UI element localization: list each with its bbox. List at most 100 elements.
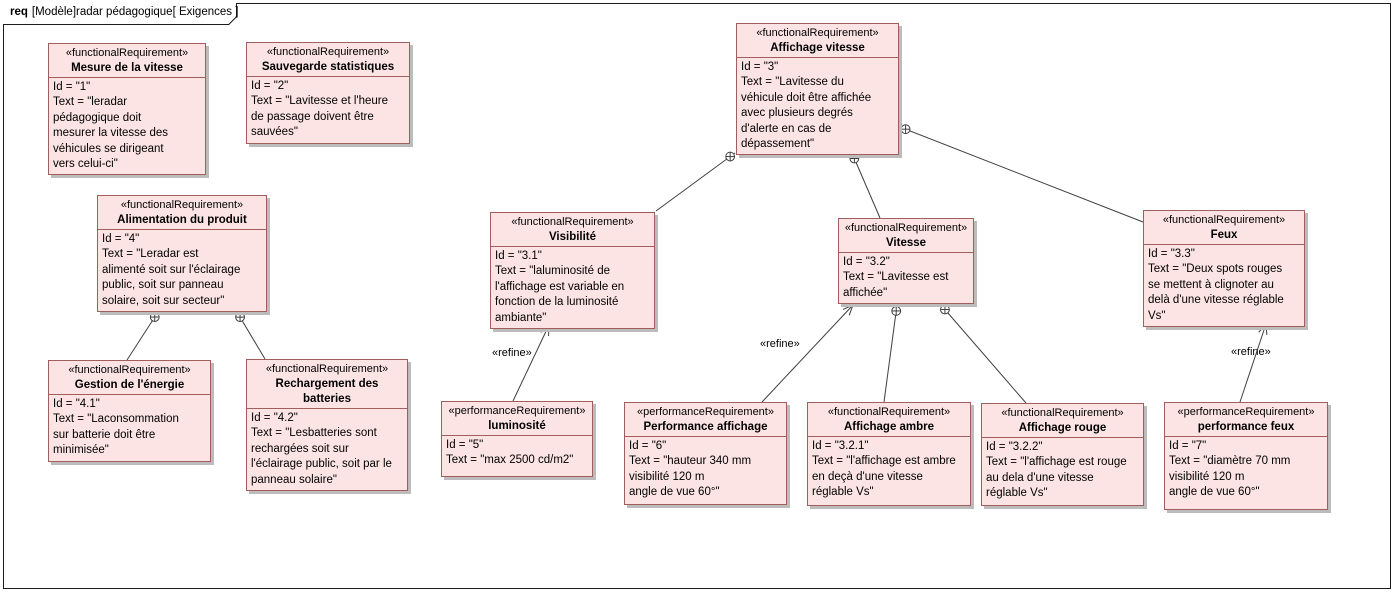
box-body-line: Vs" [1148,309,1166,322]
requirement-box[interactable]: «functionalRequirement» Affichage rouge … [981,403,1144,506]
box-name: Affichage rouge [1018,422,1107,434]
refine-label: «refine» [1231,346,1271,358]
box-body-line: avec plusieurs degrés [741,107,853,120]
box-body-line: sauvées" [251,126,298,139]
box-body-line: Id = "3" [741,61,779,73]
box-body: Id = "4" Text = "Leradar est alimenté soit… [98,230,266,311]
box-body: Id = "1" Text = "leradar pédagogique doit m… [49,78,205,174]
box-stereotype: «functionalRequirement» [511,216,634,228]
box-body-line: véhicules se dirigeant [53,142,164,155]
box-body-line: Text = "Lavitesse du [741,76,844,89]
box-body-line: Text = "leradar [53,96,128,109]
box-body-line: visibilité 120 m [629,470,705,483]
box-header: «functionalRequirement» Feux [1144,211,1304,245]
box-name: Visibilité [548,231,597,243]
box-name: Sauvegarde statistiques [261,61,395,73]
box-body-line: Text = "hauteur 340 mm [629,455,752,468]
requirement-box[interactable]: «performanceRequirement» luminosité Id =… [441,401,593,477]
requirement-box[interactable]: «functionalRequirement» Sauvegarde stati… [246,42,410,144]
box-stereotype: «functionalRequirement» [68,364,191,376]
box-body-line: Id = "3.1" [495,250,542,262]
box-header: «functionalRequirement» Mesure de la vit… [49,44,205,78]
refine-label: «refine» [492,347,532,359]
box-stereotype: «performanceRequirement» [637,406,774,418]
box-body-line: affichée" [843,286,888,299]
requirement-box[interactable]: «functionalRequirement» Rechargement des… [246,359,408,492]
box-stereotype: «functionalRequirement» [1001,407,1124,419]
box-stereotype: «functionalRequirement» [265,363,389,375]
box-body-line: visibilité 120 m [1169,470,1245,483]
box-body-line: alimenté soit sur l'éclairage [102,263,241,276]
requirement-box[interactable]: «functionalRequirement» Gestion de l'éne… [48,360,211,462]
box-body-line: minimisée" [53,444,109,457]
frame-title-tab [3,3,237,25]
box-header: «functionalRequirement» Vitesse [839,219,973,253]
box-body: Id = "7" Text = "diamètre 70 mm visibilité… [1165,437,1327,503]
box-body-line: angle de vue 60°" [1169,486,1260,499]
box-body-line: Id = "1" [53,81,91,93]
box-body-line: mesurer la vitesse des [53,127,169,140]
box-body-line: panneau solaire" [251,473,337,486]
box-name: performance feux [1197,421,1295,433]
box-stereotype: «performanceRequirement» [448,405,586,417]
requirement-box[interactable]: «performanceRequirement» performance feu… [1164,402,1328,510]
box-stereotype: «functionalRequirement» [756,27,879,39]
box-body-line: véhicule doit être affichée [741,91,872,104]
requirement-box[interactable]: «functionalRequirement» Mesure de la vit… [48,43,206,176]
box-body-line: Text = "max 2500 cd/m2" [446,454,574,467]
requirement-box[interactable]: «functionalRequirement» Affichage vitess… [736,23,899,156]
box-name: Alimentation du produit [117,214,247,226]
box-name: Vitesse [885,237,927,249]
box-header: «functionalRequirement» Affichage rouge [982,404,1143,438]
box-body: Id = "3.2.1" Text = "l'affichage est ambr… [808,437,970,503]
box-body: Id = "3.2.2"Text = "l'affichage est roug… [982,438,1143,504]
box-body-line: angle de vue 60°" [629,486,720,499]
requirement-box[interactable]: «functionalRequirement» Affichage ambre … [807,402,971,506]
box-stereotype: «functionalRequirement» [827,406,951,418]
box-body-line: rechargées soit sur [251,442,349,455]
frame-keyword: req [10,6,28,18]
box-body-line: Id = "7" [1169,440,1207,452]
box-body-line: réglable Vs" [812,486,874,499]
box-body-line: en deçà d'une vitesse [812,470,923,483]
requirement-box[interactable]: «functionalRequirement» Feux Id = "3.3"T… [1143,210,1305,328]
box-header: «performanceRequirement» luminosité [442,402,592,436]
box-body-line: Id = "5" [446,439,484,451]
box-body-line: Text = "Lavitesse est [843,271,949,284]
box-header: «functionalRequirement» Affichage vitess… [737,24,898,58]
box-stereotype: «functionalRequirement» [120,199,244,211]
box-body-line: réglable Vs" [986,487,1048,500]
box-stereotype: «functionalRequirement» [65,47,189,59]
box-body-line: l'affichage est variable en [495,280,625,293]
box-body-line: d'alerte en cas de [741,122,832,135]
box-stereotype: «functionalRequirement» [266,46,390,58]
box-body-line: l'éclairage public, soit par le [251,458,392,471]
box-name: Feux [1210,229,1238,241]
box-body: Id = "3" Text = "Lavitesse du véhicule doi… [737,58,898,154]
refine-label: «refine» [760,338,800,350]
box-name: Mesure de la vitesse [71,62,183,74]
frame-title-text: [Modèle]radar pédagogique[ Exigences ] [31,6,239,18]
box-header: «functionalRequirement» Sauvegarde stati… [247,43,409,77]
box-name: Affichage ambre [843,421,935,433]
box-body-line: Text = "diamètre 70 mm [1169,455,1291,468]
box-header: «functionalRequirement» Visibilité [491,213,654,247]
diagram-frame [3,3,1391,589]
box-body-line: Id = "4" [102,233,140,245]
box-body-line: Text = "Leradar est [102,248,199,261]
box-body-line: Id = "2" [251,80,289,92]
requirement-box[interactable]: «functionalRequirement» Vitesse Id = "3.… [838,218,974,305]
requirement-box[interactable]: «functionalRequirement» Visibilité Id = … [490,212,655,330]
requirement-box[interactable]: «functionalRequirement» Alimentation du … [97,195,267,313]
box-body-line: pédagogique doit [53,111,142,124]
box-body-line: Id = "3.2.1" [812,440,869,452]
box-body-line: Text = "Lavitesse et l'heure [251,95,389,108]
box-body-line: Text = "l'affichage est ambre [812,455,956,468]
requirement-box[interactable]: «performanceRequirement» Performance aff… [624,402,787,505]
box-body: Id = "5" Text = "max 2500 cd/m2" [442,436,592,471]
